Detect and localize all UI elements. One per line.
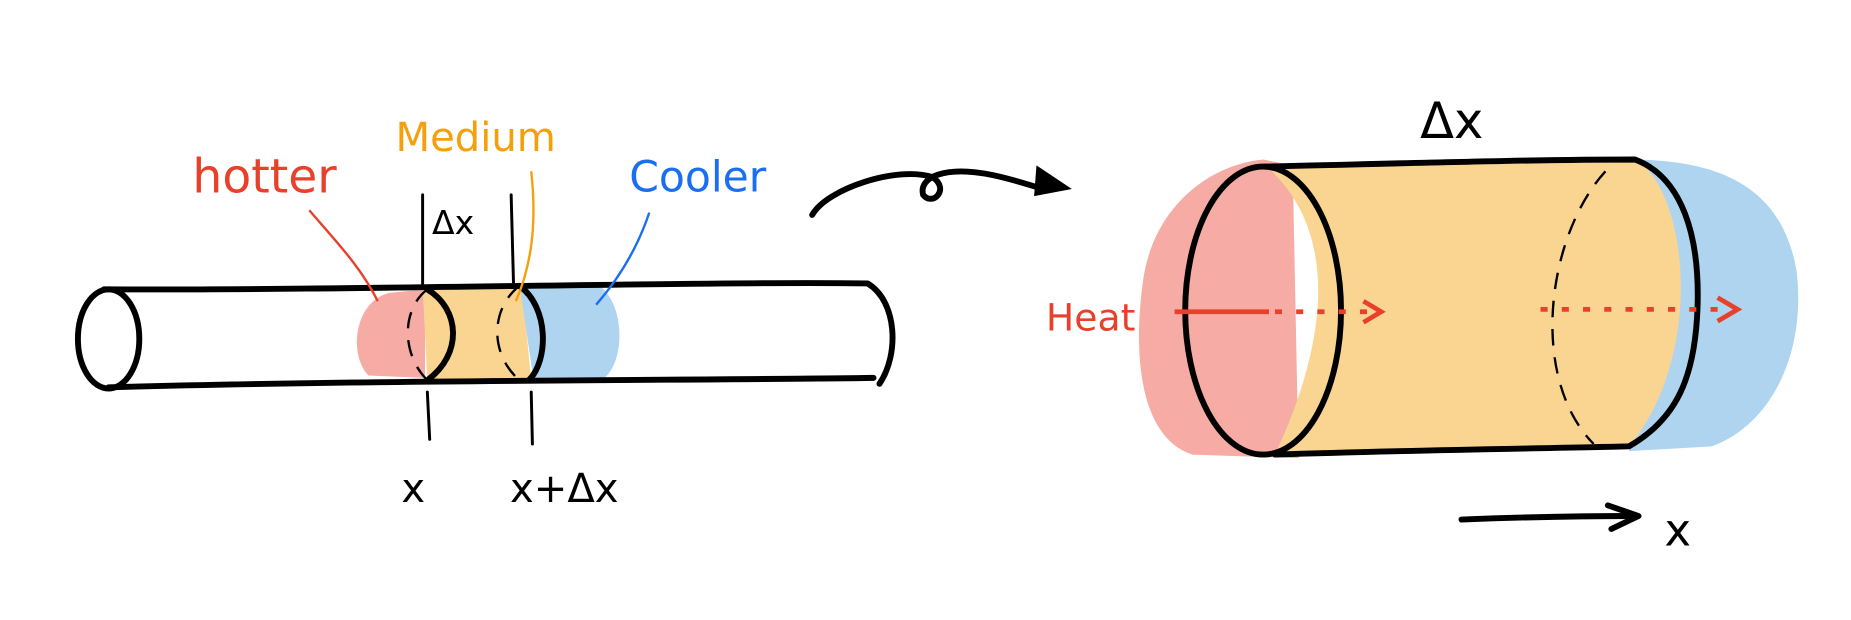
x-axis-label: x <box>1664 504 1691 557</box>
heat-label: Heat <box>1046 296 1136 340</box>
cooler-label: Cooler <box>629 153 767 202</box>
hot-face <box>1139 159 1299 459</box>
hotter-label: hotter <box>192 150 337 205</box>
delta-x-small-label: Δx <box>432 203 474 242</box>
x-axis-arrow-icon <box>1458 502 1642 532</box>
cool-region <box>519 283 620 381</box>
rod-segment-fills <box>356 283 620 381</box>
hot-region <box>356 289 425 378</box>
zoom-arrow-icon <box>809 165 1072 218</box>
x-label: x <box>401 466 425 512</box>
leader-lines <box>308 171 651 306</box>
medium-body <box>1265 159 1681 455</box>
cylinder-element <box>1139 156 1799 459</box>
rod-outline <box>74 193 896 446</box>
heat-arrows <box>1174 295 1743 325</box>
medium-label: Medium <box>395 115 555 161</box>
delta-x-big-label: Δx <box>1420 92 1483 150</box>
x-plus-delta-x-label: x+Δx <box>510 466 619 512</box>
